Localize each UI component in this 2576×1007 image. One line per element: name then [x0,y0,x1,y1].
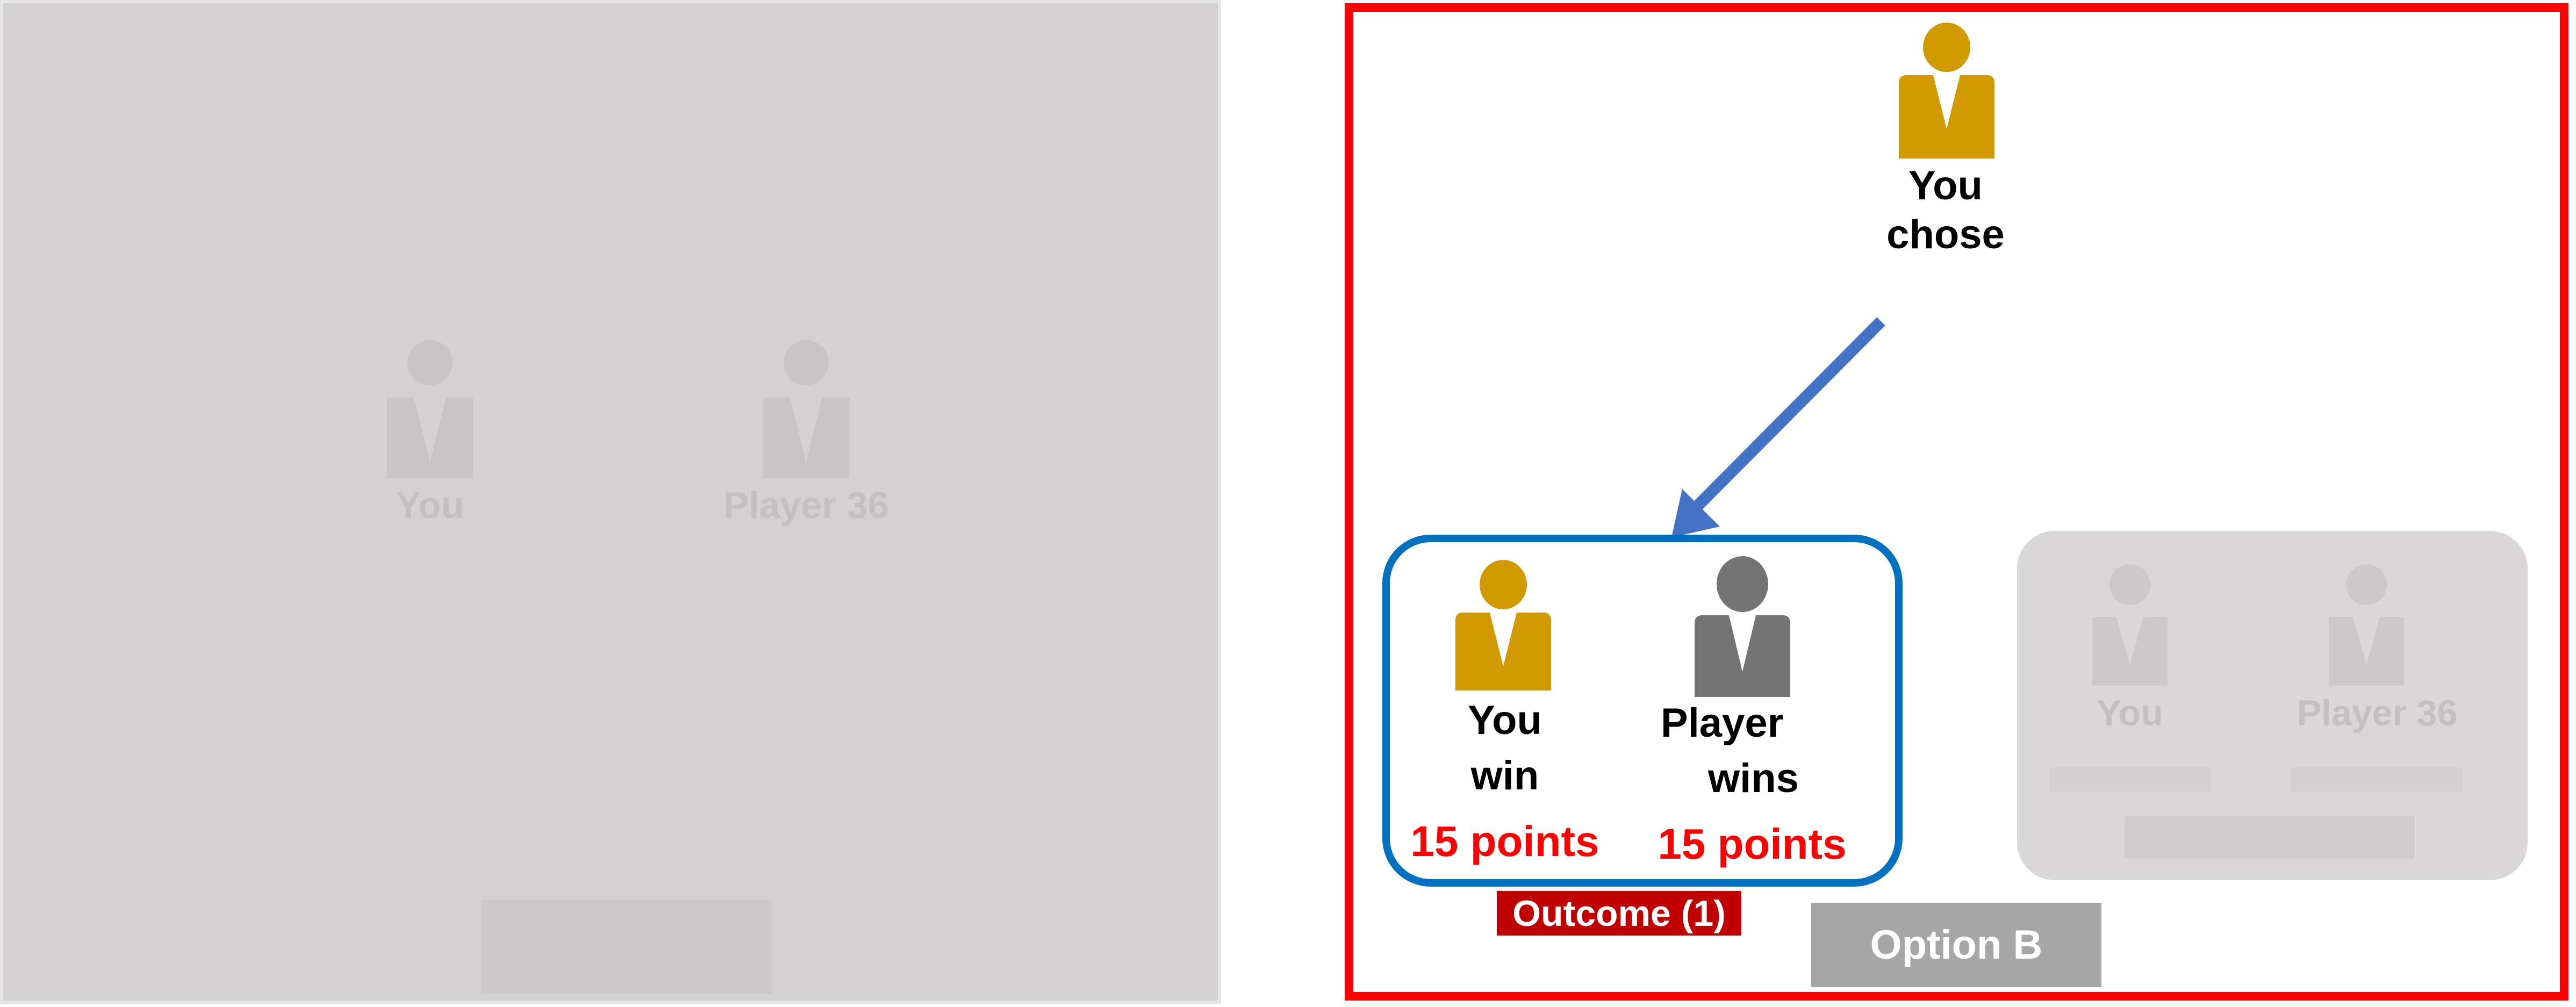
faded-you-label: You [2097,693,2163,733]
faded-you-points-blur [2049,767,2211,792]
left-faded-button [481,900,771,994]
you-person-icon [387,340,473,478]
player-line1: Player [1661,700,1784,746]
chooser-line2: chose [1886,212,2005,258]
player-line2: wins [1708,756,1799,802]
decision-frame [1345,3,2568,1001]
choice-arrow [1671,317,1885,537]
left-player-points-blur [709,548,903,580]
player-wins-label: Player wins [1645,699,1870,803]
left-player-label: Player 36 [723,484,889,526]
background-panel: You Player 36 [0,0,1221,1004]
faded-player-points-blur [2291,767,2463,792]
faded-player-label: Player 36 [2297,693,2458,733]
you-line1: You [1468,697,1542,743]
chooser-line1: You [1908,163,1983,208]
faded-option-button [2125,816,2415,859]
option-b-button[interactable]: Option B [1811,903,2101,987]
faded-option-box[interactable]: You Player 36 [2017,531,2528,880]
player-person-icon [1695,556,1790,697]
outcome-badge: Outcome (1) [1497,891,1741,936]
player-points: 15 points [1657,820,1847,868]
chooser-label: You chose [1838,161,2053,259]
left-you-points-blur [333,548,527,580]
player-person-icon [763,340,849,478]
you-points: 15 points [1410,817,1599,865]
outcome-1-box[interactable] [1382,535,1903,887]
you-line2: win [1470,753,1539,799]
faded-player-person-icon [2329,564,2404,686]
left-you-label: You [396,484,464,526]
faded-you-person-icon [2092,564,2168,686]
you-win-label: You win [1408,696,1602,800]
chooser-person-icon [1899,23,1994,159]
you-person-icon [1455,560,1551,690]
